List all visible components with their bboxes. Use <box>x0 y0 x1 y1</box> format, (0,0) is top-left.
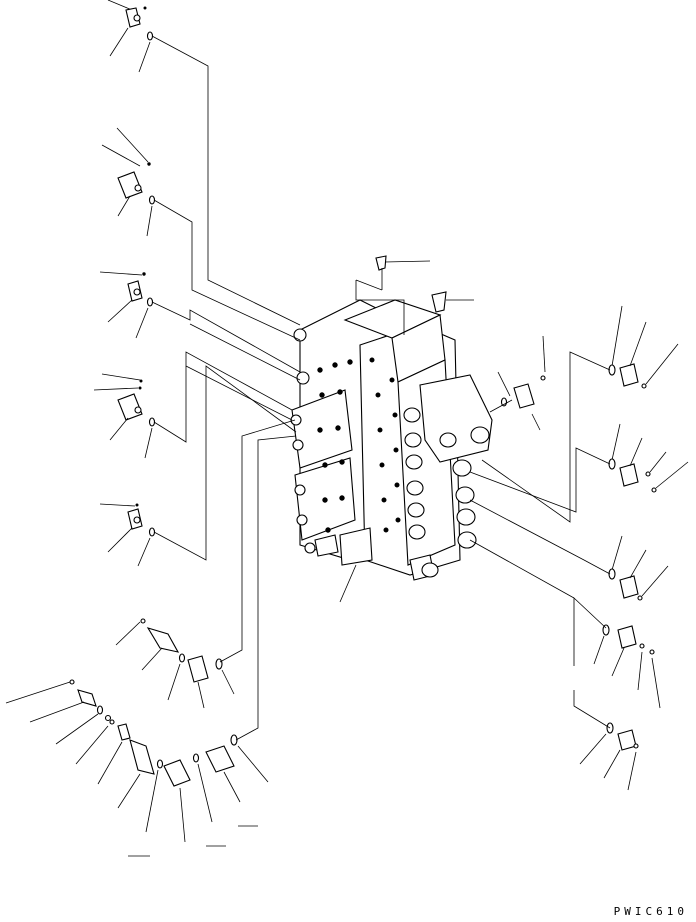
main-control-valve <box>290 299 493 581</box>
fitting-group-11 <box>608 535 669 601</box>
fitting-group-1 <box>107 0 154 73</box>
top-cap-2 <box>431 291 474 313</box>
leader-lines <box>151 35 611 741</box>
top-cap-1 <box>375 255 431 290</box>
fitting-group-8 <box>497 335 546 431</box>
drawing-code: PWIC610 <box>613 905 688 918</box>
fitting-group-3 <box>99 271 154 339</box>
fitting-group-2 <box>101 127 156 237</box>
fitting-group-6 <box>115 618 235 709</box>
fitting-group-13 <box>579 722 639 791</box>
fitting-group-4 <box>93 373 156 459</box>
fitting-group-7 <box>5 679 269 857</box>
fitting-group-9 <box>608 305 679 389</box>
fitting-group-10 <box>608 423 689 493</box>
fitting-group-12 <box>593 624 661 709</box>
fitting-group-5 <box>99 503 156 567</box>
